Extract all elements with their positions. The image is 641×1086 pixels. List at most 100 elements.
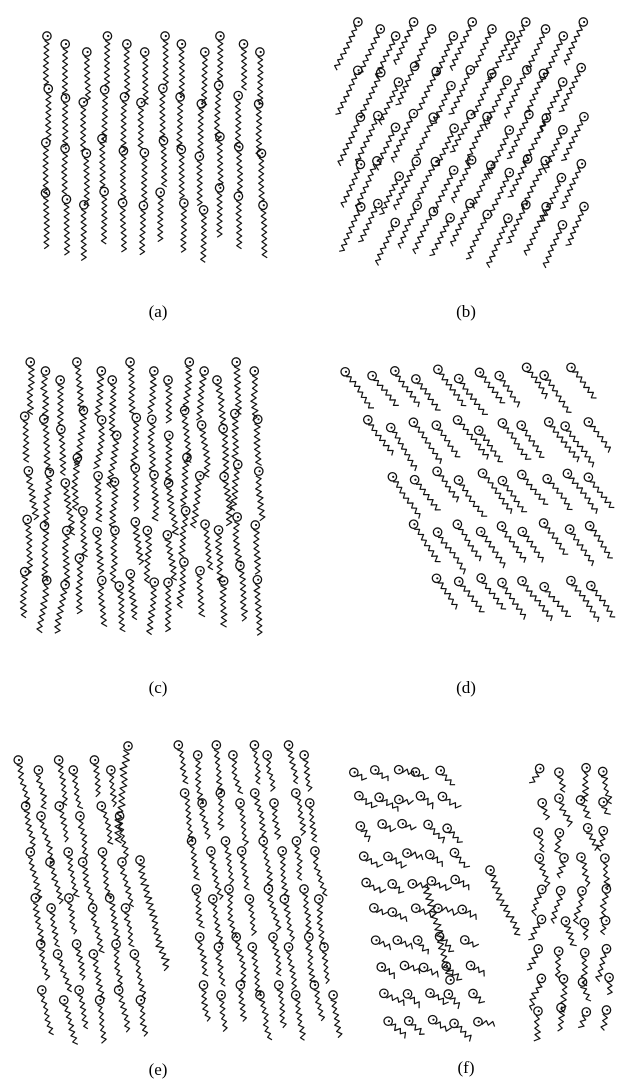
alkyl-tail	[139, 865, 169, 971]
alkyl-tail	[95, 536, 104, 574]
headgroup-dot	[602, 770, 604, 772]
coiled-molecule	[528, 915, 545, 940]
alkyl-tail	[416, 484, 441, 510]
alkyl-tail	[538, 863, 550, 888]
headgroup-dot	[413, 421, 415, 423]
molecule	[526, 25, 550, 72]
coiled-molecule	[350, 768, 367, 780]
headgroup-dot	[436, 577, 438, 579]
alkyl-tail	[67, 903, 76, 934]
molecule	[214, 526, 223, 582]
headgroup-dot	[25, 805, 27, 807]
alkyl-tail	[529, 772, 539, 783]
headgroup-dot	[559, 832, 561, 834]
headgroup-dot	[492, 28, 494, 30]
alkyl-tail	[236, 201, 242, 249]
alkyl-tail	[590, 427, 611, 453]
headgroup-dot	[238, 146, 240, 148]
alkyl-tail	[196, 375, 206, 420]
headgroup-dot	[508, 217, 510, 219]
headgroup-dot	[413, 21, 415, 23]
molecule	[453, 520, 481, 561]
alkyl-tail	[58, 385, 64, 426]
headgroup-dot	[97, 530, 99, 532]
headgroup-dot	[101, 805, 103, 807]
headgroup-dot	[93, 953, 95, 955]
alkyl-tail	[442, 907, 458, 915]
molecule	[473, 70, 496, 117]
molecule	[567, 363, 597, 398]
headgroup-dot	[538, 1010, 540, 1012]
headgroup-dot	[584, 922, 586, 924]
molecule	[396, 62, 419, 105]
headgroup-dot	[236, 361, 238, 363]
alkyl-tail	[559, 71, 581, 112]
molecule	[98, 576, 108, 626]
alkyl-tail	[93, 959, 105, 999]
panel-e	[14, 741, 342, 1045]
alkyl-tail	[396, 70, 414, 105]
alkyl-tail	[439, 374, 466, 406]
headgroup-dot	[57, 953, 59, 955]
headgroup-dot	[360, 825, 362, 827]
alkyl-tail	[507, 118, 528, 159]
coiled-molecule	[458, 905, 476, 920]
headgroup-dot	[522, 530, 524, 532]
headgroup-dot	[363, 855, 365, 857]
headgroup-dot	[189, 361, 191, 363]
headgroup-dot	[428, 823, 430, 825]
headgroup-dot	[122, 202, 124, 204]
headgroup-dot	[127, 43, 129, 45]
headgroup-dot	[438, 907, 440, 909]
molecule	[61, 144, 69, 194]
headgroup-dot	[65, 584, 67, 586]
alkyl-tail	[309, 808, 317, 842]
molecule	[79, 507, 88, 557]
molecule	[251, 521, 260, 574]
headgroup-dot	[118, 989, 120, 991]
headgroup-dot	[241, 850, 243, 852]
coiled-molecule	[443, 824, 463, 842]
alkyl-tail	[261, 210, 268, 258]
headgroup-dot	[66, 529, 68, 531]
molecule	[73, 358, 84, 412]
molecule	[176, 93, 184, 150]
molecule	[269, 933, 281, 976]
molecule	[21, 412, 29, 462]
alkyl-tail	[322, 952, 329, 984]
coiled-molecule	[451, 875, 469, 890]
alkyl-tail	[161, 145, 167, 187]
alkyl-tail	[41, 424, 52, 471]
headgroup-dot	[295, 994, 297, 996]
headgroup-dot	[295, 792, 297, 794]
alkyl-tail	[43, 41, 49, 86]
headgroup-dot	[582, 890, 584, 892]
alkyl-tail	[394, 164, 415, 210]
headgroup-dot	[442, 795, 444, 797]
coiled-molecule	[554, 947, 562, 978]
molecule	[78, 858, 93, 904]
headgroup-dot	[510, 35, 512, 37]
headgroup-dot	[143, 204, 145, 206]
molecule	[187, 837, 199, 880]
alkyl-tail	[20, 576, 27, 617]
molecule	[305, 933, 316, 983]
headgroup-dot	[448, 993, 450, 995]
headgroup-dot	[267, 754, 269, 756]
headgroup-dot	[77, 361, 79, 363]
alkyl-tail	[218, 41, 223, 83]
alkyl-tail	[415, 165, 434, 200]
headgroup-dot	[603, 801, 605, 803]
molecule	[123, 40, 131, 97]
molecule	[130, 950, 146, 999]
headgroup-dot	[324, 946, 326, 948]
alkyl-tail	[414, 121, 433, 156]
alkyl-tail	[411, 852, 423, 860]
headgroup-dot	[178, 744, 180, 746]
headgroup-dot	[605, 919, 607, 921]
headgroup-dot	[184, 561, 186, 563]
headgroup-dot	[35, 897, 37, 899]
alkyl-tail	[98, 585, 107, 627]
coiled-molecule	[403, 849, 423, 860]
headgroup-dot	[167, 534, 169, 536]
